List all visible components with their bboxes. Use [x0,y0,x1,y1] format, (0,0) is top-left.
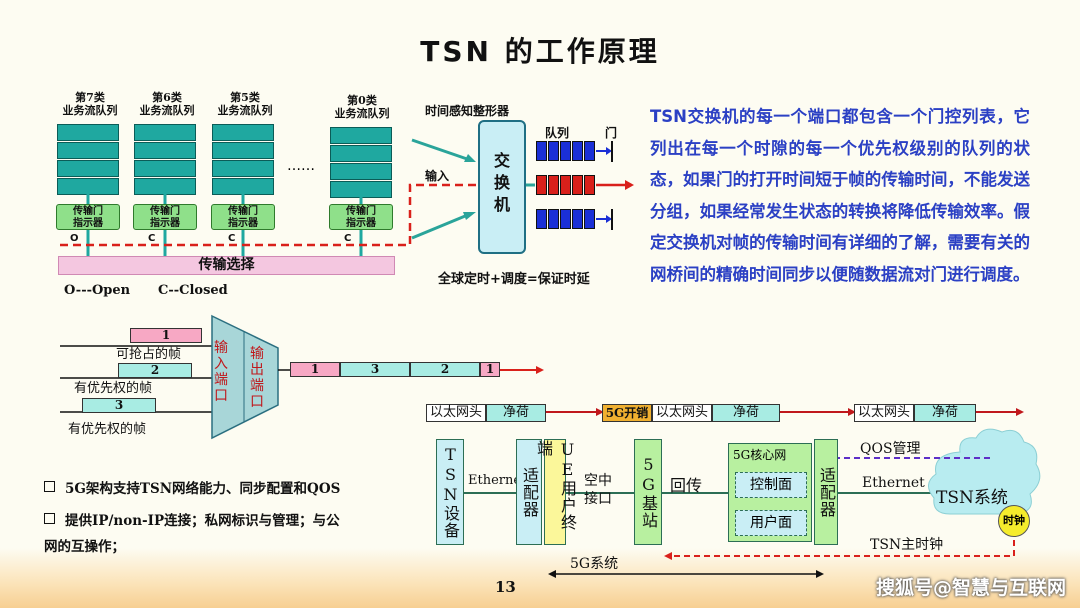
page-number: 13 [495,578,516,596]
gate-indicator-0: 传输门 指示器 [329,204,393,230]
tsn-system-label: TSN系统 [936,488,1008,508]
tsn-device-box: TSN设备 [436,439,464,545]
output-port-label: 输出端口 [250,346,264,410]
queue-7 [57,124,119,196]
user-plane-box: 用户面 [735,510,807,536]
gate-indicator-7: 传输门 指示器 [56,204,120,230]
in-frame-2: 2 [118,363,192,378]
master-clock-label: TSN主时钟 [870,537,944,553]
air-interface-label: 空中接口 [584,473,612,507]
out-frame-2: 2 [410,362,480,377]
core-network-box: 5G核心网 控制面 用户面 [728,443,812,542]
bullet-square-icon [44,481,55,492]
gate-indicator-6: 传输门 指示器 [133,204,197,230]
transmission-select-bar: 传输选择 [58,256,395,275]
in-label-priority-2: 有优先权的帧 [68,422,147,437]
shaper-input-label: 输入 [425,169,450,183]
switch-box: 交 换 机 [478,120,526,254]
gate-state-0: C [344,233,352,244]
background-footer-gradient [0,548,1080,608]
port-queue-top [536,141,596,161]
queue-5 [212,124,274,196]
eth-5g-overhead: 5G开销 [602,404,652,422]
port-queue-bot [536,209,596,229]
bullet-square-icon [44,513,55,524]
legend-closed: C--Closed [158,283,228,298]
in-frame-1: 1 [130,328,202,343]
queue-label-7: 第7类 业务流队列 [62,91,118,117]
queue-ellipsis: …… [287,158,315,174]
input-port-label: 输入端口 [214,340,228,404]
core-network-label: 5G核心网 [733,448,787,462]
5g-system-label: 5G系统 [570,556,619,572]
shaper-title: 时间感知整形器 [425,104,510,118]
eth-header-1: 以太网头 [426,404,486,422]
control-plane-box: 控制面 [735,472,807,498]
page-title: TSN 的工作原理 [420,35,660,68]
port-queue-mid [536,175,596,195]
legend-open: O---Open [64,283,131,298]
queue-label-6: 第6类 业务流队列 [139,91,195,117]
queue-label-0: 第0类 业务流队列 [334,94,390,120]
eth-payload-2: 净荷 [712,404,780,422]
qos-management-label: QOS管理 [860,441,921,457]
queue-0 [330,127,392,199]
eth-payload-3: 净荷 [914,404,976,422]
watermark-text: 搜狐号@智慧与互联网 [875,577,1066,599]
out-frame-3: 3 [340,362,410,377]
queue-6 [134,124,196,196]
gate-state-6: C [148,233,156,244]
gate-state-5: C [228,233,236,244]
ue-box: UE用户终端 [534,439,577,545]
adapter-left-box: 适配器 [516,439,542,545]
eth-payload-1: 净荷 [486,404,546,422]
adapter-right-box: 适配器 [814,439,838,545]
eth-header-2: 以太网头 [652,404,712,422]
queue-label-5: 第5类 业务流队列 [217,91,273,117]
gate-indicator-5: 传输门 指示器 [211,204,275,230]
out-frame-1a: 1 [290,362,340,377]
timing-formula: 全球定时+调度=保证时延 [438,272,590,287]
base-station-box: 5G基站 [634,439,662,545]
in-frame-3: 3 [82,398,156,413]
in-label-priority-1: 有优先权的帧 [74,381,153,396]
description-text: TSN交换机的每一个端口都包含一个门控列表，它列出在每一个时隙的每一个优先权级别… [650,107,1030,284]
ethernet-left-label: Ethernet [468,473,527,488]
bullet-2: 提供IP/non-IP连接；私网标识与管理；与公 网的互操作； [44,513,340,555]
backhaul-label: 回传 [670,476,703,495]
clock-icon: 时钟 [998,505,1030,537]
in-label-preemptable: 可抢占的帧 [116,347,182,362]
out-frame-1b: 1 [480,362,500,377]
port-queue-label: 队列 [545,126,570,140]
port-gate-label: 门 [605,126,618,140]
ethernet-right-label: Ethernet [862,475,925,491]
bullet-1: 5G架构支持TSN网络能力、同步配置和QOS [44,476,340,502]
eth-header-3: 以太网头 [854,404,914,422]
gate-state-7: O [70,233,79,244]
